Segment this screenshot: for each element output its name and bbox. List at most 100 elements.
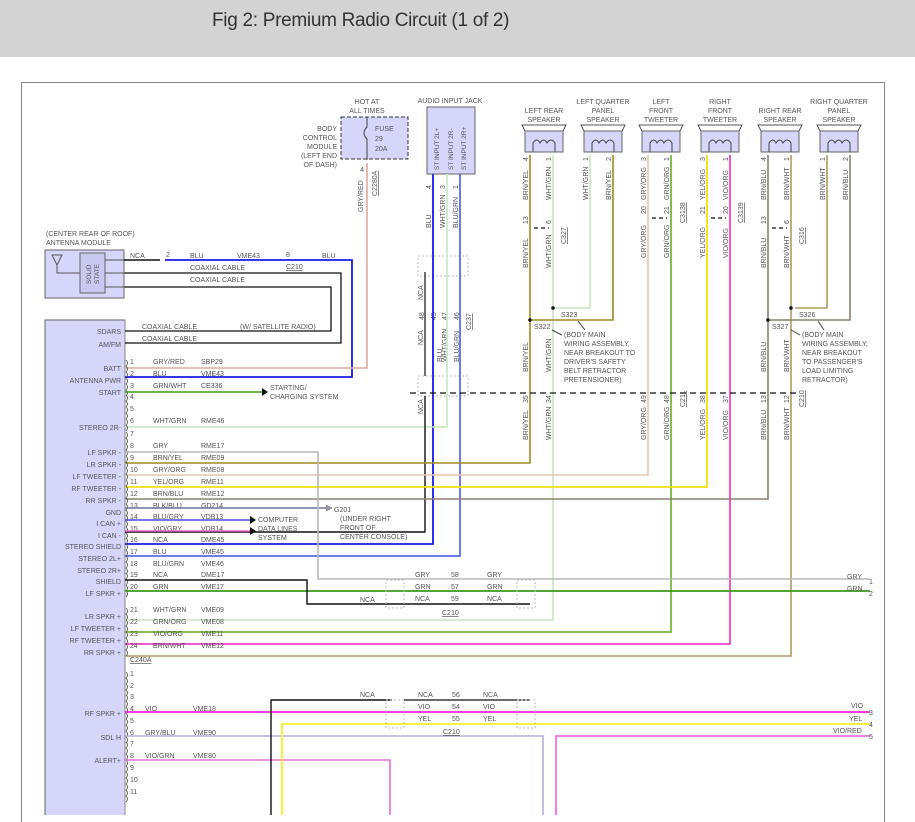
radio-pin-wire-color: GRY/RED (153, 359, 185, 366)
pin-connector-glyph (125, 683, 128, 697)
c210-low-pin: 56 (452, 692, 460, 699)
c237-pin-number: 48 (419, 312, 426, 320)
left-splice-note-line: BELT RETRACTOR (564, 368, 626, 375)
wire-label-brnwht: BRN/WHT (784, 339, 791, 372)
speaker-cone-icon (580, 124, 626, 132)
radio-b-pin-circuit: VME90 (193, 730, 216, 737)
speaker-pin-number: 4 (761, 157, 768, 161)
c211-wire-color: GRN/ORG (664, 407, 671, 440)
radio-pin-label: LF TWEETER - (73, 474, 122, 481)
c210-shield-left (385, 579, 405, 609)
pin-connector-glyph (125, 431, 128, 445)
radio-pin-label: LF SPKR + (86, 591, 121, 598)
yel-wire (281, 723, 870, 815)
arrow-icon (262, 388, 268, 396)
speaker-wire-color: VIO/ORG (723, 170, 730, 200)
starting-system-label: STARTING/ (270, 385, 307, 392)
pin-connector-glyph (125, 467, 128, 481)
radio-pin-wire-color: BRN/YEL (153, 455, 183, 462)
fuse-label-line: FUSE (375, 126, 394, 133)
s323-label: S323 (561, 312, 577, 319)
audio-jack-title: AUDIO INPUT JACK (418, 98, 483, 105)
c211-pin-number: 34 (546, 395, 553, 403)
c211-pin-number: 49 (641, 395, 648, 403)
fuse-icon (363, 117, 368, 160)
c237-pin-number: 47 (442, 312, 449, 320)
radio-pin-number: 21 (130, 607, 138, 614)
left-splice-note-line: WIRING ASSEMBLY, (564, 341, 630, 348)
pin-connector-glyph (125, 406, 128, 420)
pin-connector-glyph (125, 572, 128, 586)
ground-location-line: FRONT OF (340, 525, 376, 532)
state-label: STATE (94, 263, 101, 284)
radio-pin-circuit: GD214 (201, 503, 223, 510)
c210-wire-color: VIO/ORG (723, 410, 730, 440)
exit-pin-5: 5 (869, 734, 873, 741)
radio-pin-number: 19 (130, 572, 138, 579)
radio-pin-number: 17 (130, 549, 138, 556)
speaker-name-line: LEFT QUARTER (576, 99, 629, 106)
radio-pin-wire-color: BLU/GRN (153, 561, 184, 568)
right-splice-note-line: LOAD LIMITING (802, 368, 853, 375)
c237-wire-blu: BLU (437, 348, 444, 362)
radio-pin-label: GND (105, 510, 121, 517)
pin-connector-glyph (125, 491, 128, 505)
radio-pin-wire-color: GRY/ORG (153, 467, 186, 474)
lr-spkr-plus-wire (125, 155, 554, 621)
radio-pin-wire-color: BLU/GRY (153, 514, 184, 521)
radio-pin-circuit: VME46 (201, 561, 224, 568)
inline-connector-pin: 6 (546, 220, 553, 224)
speaker-cone-icon (816, 124, 862, 132)
speaker-wire-color: BRN/WHT (820, 167, 827, 200)
c210-low-far-left-wire: NCA (360, 692, 375, 699)
radio-pin-label: RR SPKR - (86, 498, 122, 505)
antenna-coax-label-1: COAXIAL CABLE (190, 265, 245, 272)
radio-pin-label: RF TWEETER + (70, 638, 121, 645)
inline-connector-pin: 13 (523, 216, 530, 224)
radio-pin-circuit: SBP29 (201, 359, 223, 366)
c237-wire-blugrn: BLU/GRN (454, 331, 461, 362)
c210-mid-left-wire: NCA (415, 596, 430, 603)
radio-pin-wire-color: NCA (153, 572, 168, 579)
speaker-name-line: SPEAKER (822, 117, 855, 124)
speaker-pin-number: 1 (546, 157, 553, 161)
speaker-pin-number: 1 (664, 157, 671, 161)
hot-at-label-2: ALL TIMES (349, 108, 385, 115)
radio-pin-number: 2 (130, 371, 134, 378)
c210-shield-right (516, 579, 536, 609)
lr-spkr-minus-wire (125, 155, 531, 464)
right-splice-note-line: WIRING ASSEMBLY, (802, 341, 868, 348)
radio-pin-circuit: RME46 (201, 418, 224, 425)
c211-wire-color: GRY/ORG (641, 407, 648, 440)
antenna-location-label: (CENTER REAR OF ROOF) (46, 231, 135, 238)
wire-label-whtgrn: WHT/GRN (546, 339, 553, 372)
radio-pin-number: 15 (130, 526, 138, 533)
radio-b-pin-number: 4 (130, 706, 134, 713)
left-splice-note-line: (BODY MAIN (564, 332, 606, 339)
speaker-coil-icon (532, 139, 556, 152)
radio-pin-number: 12 (130, 491, 138, 498)
antenna-connector-c210: C210 (286, 264, 303, 271)
radio-pin-number: 18 (130, 561, 138, 568)
c237-pin-number: 45 (431, 312, 438, 320)
c3138-connector-name: C3138 (680, 202, 687, 223)
radio-pin-circuit: RME08 (201, 467, 224, 474)
pin-connector-glyph (125, 741, 128, 755)
radio-pin-wire-color: BRN/BLU (153, 491, 183, 498)
pin-connector-glyph (125, 694, 128, 708)
radio-pin-circuit: VDB13 (201, 514, 223, 521)
solid-label: SOLID (86, 264, 93, 284)
radio-pin-number: 8 (130, 443, 134, 450)
splice-dot (551, 306, 555, 310)
splice-leader-arrow (790, 329, 801, 336)
speaker-coil-icon (649, 139, 673, 152)
splice-dot (528, 318, 532, 322)
stereo-2r-minus-wire (125, 174, 448, 428)
speaker-name-line: FRONT (649, 108, 674, 115)
fuse-label-line: 29 (375, 136, 383, 143)
antenna-coax-label-2: COAXIAL CABLE (190, 277, 245, 284)
radio-pin-number: 5 (130, 406, 134, 413)
antenna-power-wire (125, 259, 353, 378)
c210-wire-color: BRN/BLU (761, 410, 768, 440)
s327-label: S327 (772, 324, 788, 331)
